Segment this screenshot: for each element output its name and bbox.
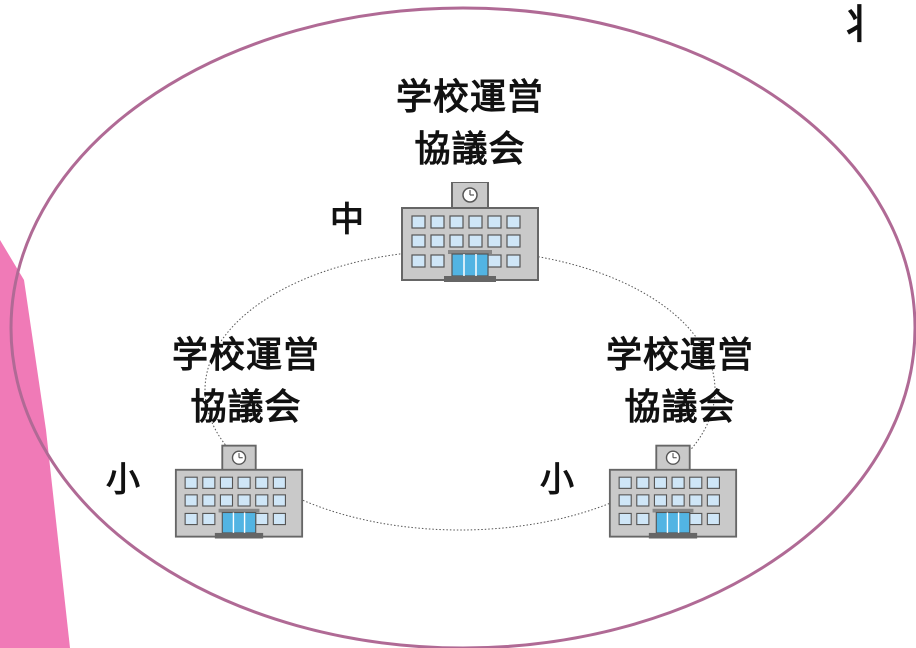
- school-building-icon: [400, 181, 540, 288]
- school-building-icon: [174, 442, 304, 548]
- pink-side-band: [0, 240, 70, 648]
- council-label-left: 学校運営 協議会: [146, 330, 346, 434]
- council-line-2: 協議会: [624, 387, 736, 428]
- council-line-1: 学校運営: [395, 77, 544, 118]
- council-line-1: 学校運営: [171, 335, 320, 376]
- outer-ellipse: [9, 6, 916, 648]
- council-line-1: 学校運営: [605, 335, 754, 376]
- level-label-elementary-right: 小: [540, 460, 574, 500]
- school-building-icon: [608, 442, 738, 548]
- council-line-2: 協議会: [190, 387, 302, 428]
- level-label-elementary-left: 小: [106, 460, 140, 500]
- council-label-top: 学校運営 協議会: [370, 72, 570, 176]
- corner-glyph: 丬: [838, 2, 878, 48]
- council-label-right: 学校運営 協議会: [580, 330, 780, 434]
- inner-dotted-ellipse: [204, 249, 716, 531]
- council-line-2: 協議会: [414, 129, 526, 170]
- level-label-junior-high: 中: [330, 200, 364, 240]
